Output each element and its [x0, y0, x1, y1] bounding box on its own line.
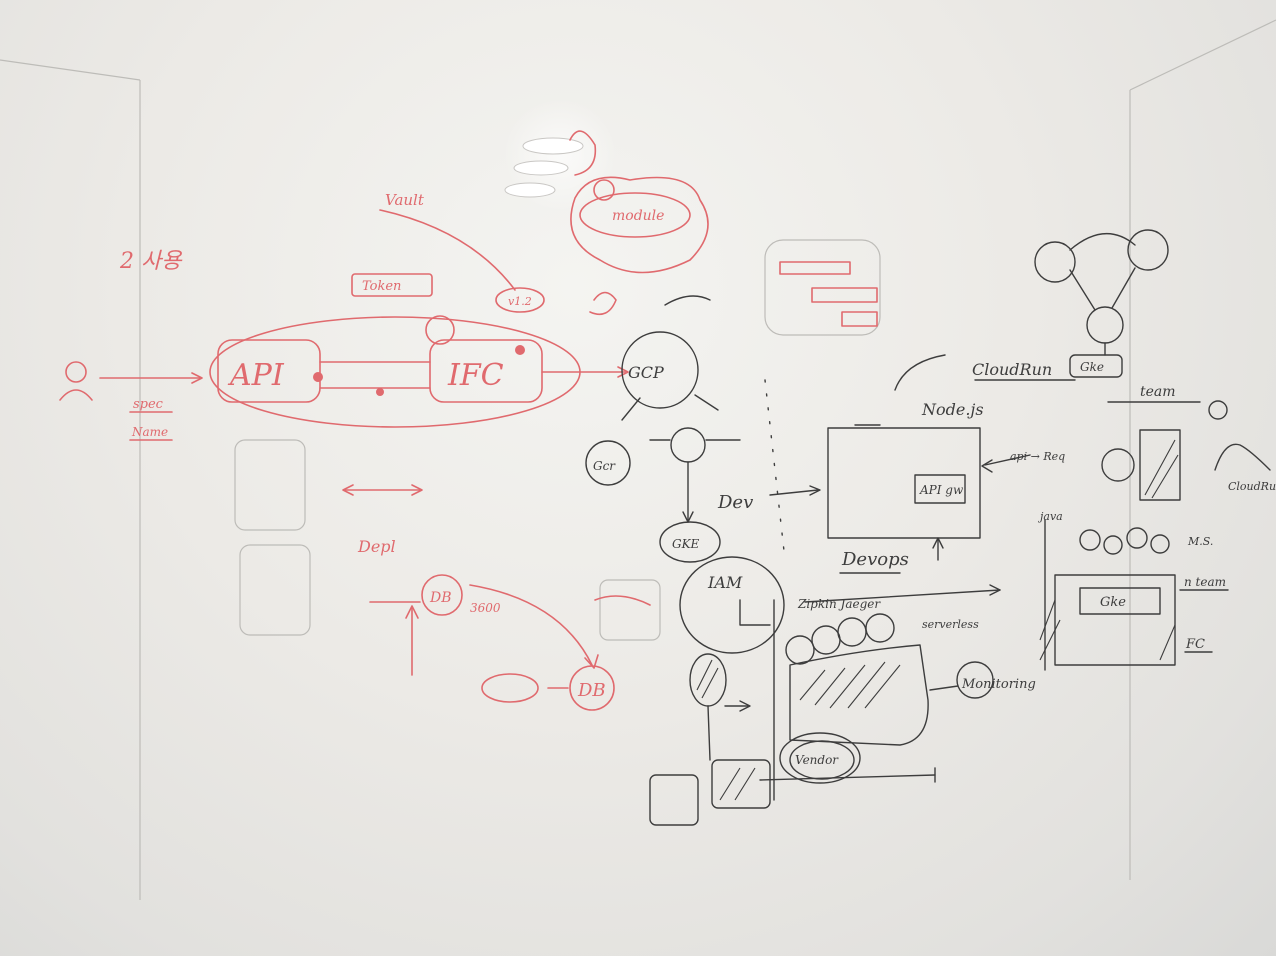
db-label: DB	[429, 590, 452, 606]
module-label: module	[612, 208, 664, 224]
gcp-circle	[621, 331, 699, 409]
gke-pill	[1069, 354, 1123, 378]
heading-label: 2 사용	[119, 249, 183, 274]
name-label: Name	[131, 425, 168, 439]
cloudrun2-label: CloudRun	[1228, 480, 1276, 493]
iam-label: IAM	[707, 573, 743, 592]
gcr-circle	[585, 440, 631, 486]
api-node	[425, 315, 455, 345]
black-sketch	[585, 229, 1271, 826]
spec-label: spec	[133, 397, 164, 412]
ifc-label: IFC	[447, 358, 504, 393]
devops-label: Devops	[841, 549, 909, 570]
depl-label: Depl	[357, 537, 396, 556]
gcr-label: Gcr	[593, 459, 616, 473]
team-label: team	[1140, 384, 1176, 400]
token-box	[351, 273, 433, 297]
ifc-box	[429, 339, 543, 403]
vendor-label: Vendor	[795, 753, 839, 767]
gke-small-label: GKE	[672, 537, 700, 551]
module-cloud	[570, 176, 709, 274]
v12-bubble	[495, 287, 545, 313]
db2-label: DB	[577, 680, 606, 701]
nodejs-label: Node.js	[921, 400, 984, 419]
red-sketch	[59, 130, 709, 711]
db-circle	[421, 574, 463, 616]
ceiling-lights	[504, 137, 584, 198]
gke-node	[659, 521, 721, 563]
gcp-label: GCP	[628, 363, 664, 382]
nodejs-box	[827, 427, 981, 539]
dev-label: Dev	[717, 492, 753, 513]
api-label: API	[227, 358, 285, 393]
zipkin-label: Zipkin Jaeger	[797, 597, 881, 611]
ms-label: M.S.	[1187, 535, 1213, 548]
vault-label: Vault	[385, 191, 425, 209]
api-box	[217, 339, 321, 403]
vendor-circle	[779, 732, 861, 784]
n-team-label: n team	[1184, 575, 1226, 589]
db-count-label: 3600	[470, 601, 501, 615]
api-to-req-label: api → Req	[1010, 450, 1065, 463]
monitoring-label: Monitoring	[961, 677, 1036, 692]
question-node	[670, 427, 706, 463]
gke-label: Gke	[1080, 360, 1104, 374]
iam-circle	[679, 556, 785, 654]
token-label: Token	[362, 279, 401, 294]
user-icon	[59, 361, 93, 401]
user-arrowhead	[191, 372, 203, 384]
fc-label: FC	[1185, 637, 1205, 652]
cloudrun-label: CloudRun	[972, 360, 1052, 379]
gke-cluster-box	[1054, 574, 1176, 666]
gke-box-label: Gke	[1100, 595, 1126, 610]
hatched-shape	[789, 644, 929, 746]
api-gw-box	[914, 474, 966, 504]
room-reflections	[0, 19, 1276, 900]
java-label: java	[1037, 510, 1063, 523]
v12-label: v1.2	[508, 295, 532, 308]
api-gw-label: API gw	[919, 483, 964, 497]
serverless-label: serverless	[922, 618, 979, 631]
